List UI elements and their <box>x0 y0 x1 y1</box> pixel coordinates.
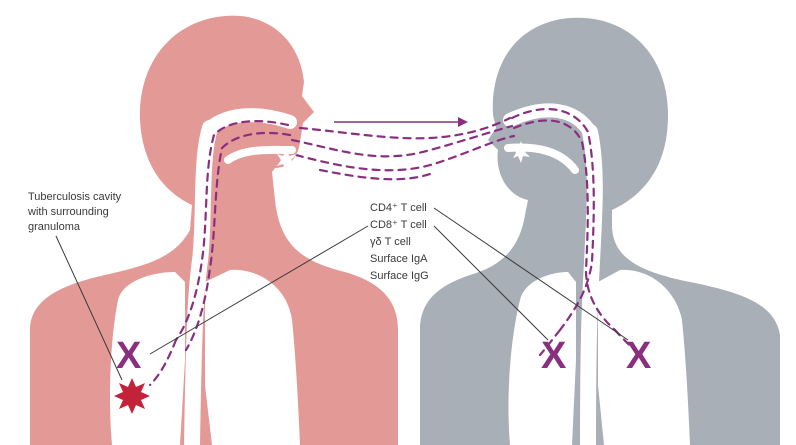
infected-lung-marker: X <box>116 335 142 377</box>
airways <box>184 103 603 445</box>
cavity-label-line-2: with surrounding <box>27 206 109 218</box>
pointer-immune-to-exposed-left <box>433 225 549 341</box>
bacilli-exposed-airway-2 <box>512 119 617 332</box>
infected-mouth <box>224 145 296 164</box>
cavity-label-line-3: granuloma <box>28 221 81 233</box>
immune-factors-label: CD4⁺ T cell CD8⁺ T cell γδ T cell Surfac… <box>370 202 429 282</box>
infected-throat <box>184 120 218 445</box>
pointer-immune-to-infected <box>149 225 369 355</box>
bacilli-infected-airway-2 <box>184 131 292 352</box>
immune-label-cd4: CD4⁺ T cell <box>370 202 427 214</box>
exposed-lung-marker-left: X <box>541 335 567 377</box>
immune-label-cd8: CD8⁺ T cell <box>370 219 427 231</box>
exposed-nasal-passage <box>503 103 597 139</box>
immune-label-igg: Surface IgG <box>370 270 429 282</box>
exposed-throat <box>580 124 603 445</box>
immune-label-gd: γδ T cell <box>370 236 411 248</box>
immune-label-iga: Surface IgA <box>370 253 428 265</box>
infected-left-lung <box>205 269 300 445</box>
spark-infected-icon <box>277 148 297 172</box>
cavity-label: Tuberculosis cavity with surrounding gra… <box>27 191 122 233</box>
bacilli-cloud-2 <box>294 134 516 172</box>
pointer-immune-to-exposed-right <box>433 207 629 341</box>
star-burst-icon <box>114 378 150 414</box>
lungs <box>110 269 690 445</box>
bacilli-infected-lung <box>148 338 178 387</box>
exposed-right-lung <box>508 272 576 445</box>
exposed-mouth <box>504 143 579 174</box>
spark-exposed-icon <box>513 141 530 163</box>
pointer-lines <box>55 207 629 381</box>
bacilli-infected-airway <box>174 120 290 342</box>
bacilli-cloud-3 <box>298 116 512 140</box>
cavity-label-line-1: Tuberculosis cavity <box>28 191 122 203</box>
pointer-cavity-label <box>55 235 123 381</box>
exposed-left-lung <box>598 269 690 445</box>
bacilli-exposed-airway <box>510 108 595 332</box>
expulsion-sparks <box>277 141 530 172</box>
exposed-lung-marker-right: X <box>626 335 652 377</box>
arrow-right-icon <box>334 117 468 127</box>
bacilli-cloud-1 <box>290 124 514 158</box>
bacilli-cloud-4 <box>318 168 432 181</box>
